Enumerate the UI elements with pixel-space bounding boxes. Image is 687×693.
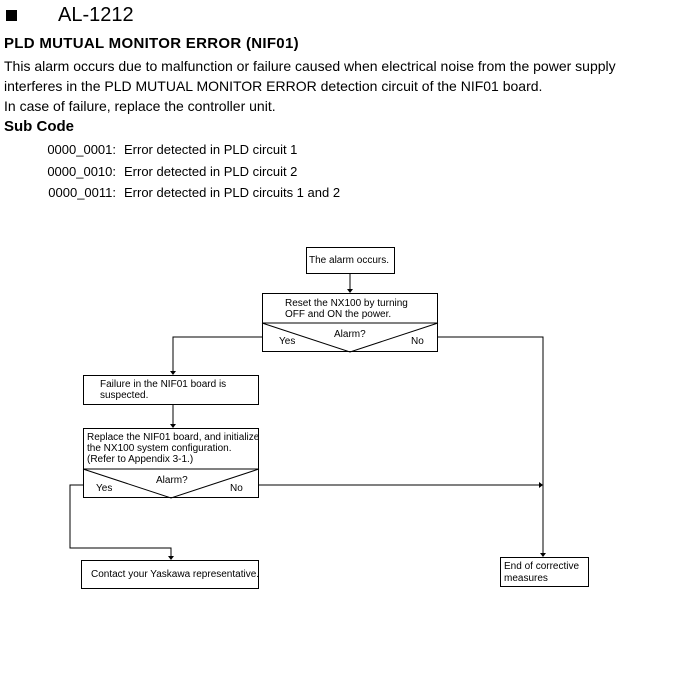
flowchart-replace-text: the NX100 system configuration.: [87, 443, 232, 454]
reset-decision-shape: [261, 322, 439, 353]
flowchart-end-text: End of corrective: [504, 561, 580, 572]
reset-yes-line: [172, 336, 262, 372]
flowchart-failure-text: Failure in the NIF01 board is: [100, 379, 227, 390]
description-line: In case of failure, replace the controll…: [4, 98, 276, 114]
flowchart-end-box: [500, 557, 589, 587]
sub-code-value: 0000_0010:: [47, 164, 116, 179]
arrow-to-contact: [168, 556, 174, 560]
flowchart-contact-text: Contact your Yaskawa representative.: [91, 569, 260, 580]
decision-yes-label: Yes: [96, 483, 113, 494]
arrow-to-failure: [170, 371, 176, 375]
decision-no-label: No: [230, 483, 243, 494]
flowchart-replace-text: (Refer to Appendix 3-1.): [87, 454, 194, 465]
flowchart-reset-text: Reset the NX100 by turning: [285, 298, 408, 309]
arrow-to-end: [540, 553, 546, 557]
flowchart-end-text: measures: [504, 573, 548, 584]
arrow-to-reset: [347, 289, 353, 293]
sub-code-heading: Sub Code: [4, 118, 74, 135]
square-bullet-icon: [6, 10, 17, 21]
decision-no-label: No: [411, 336, 424, 347]
arrow-to-right-line: [539, 482, 543, 488]
decision-yes-label: Yes: [279, 336, 296, 347]
sub-code-description: Error detected in PLD circuit 2: [124, 164, 298, 179]
reset-no-line: [438, 336, 544, 554]
flowchart-start-text: The alarm occurs.: [309, 255, 390, 266]
alarm-code: AL-1212: [58, 4, 134, 26]
sub-code-description: Error detected in PLD circuits 1 and 2: [124, 185, 341, 200]
flowchart-replace-text: Replace the NIF01 board, and initialize: [87, 432, 260, 443]
description-line: interferes in the PLD MUTUAL MONITOR ERR…: [4, 78, 543, 94]
flowchart-failure-box: [83, 375, 259, 405]
flowchart-replace-box: [83, 428, 259, 498]
sub-code-description: Error detected in PLD circuit 1: [124, 142, 298, 157]
flowchart-reset-text: OFF and ON the power.: [285, 309, 392, 320]
flowchart-start-box: [306, 247, 395, 274]
decision-question: Alarm?: [334, 329, 366, 340]
description-line: This alarm occurs due to malfunction or …: [4, 58, 616, 74]
sub-code-value: 0000_0001:: [47, 142, 116, 157]
arrow-to-replace: [170, 424, 176, 428]
flowchart-failure-text: suspected.: [100, 390, 149, 401]
flowchart-contact-box: [81, 560, 259, 589]
replace-yes-line: [69, 484, 172, 557]
sub-code-value: 0000_0011:: [48, 185, 116, 200]
error-title: PLD MUTUAL MONITOR ERROR (NIF01): [4, 35, 299, 52]
replace-decision-shape: [82, 468, 260, 499]
decision-question: Alarm?: [156, 475, 188, 486]
